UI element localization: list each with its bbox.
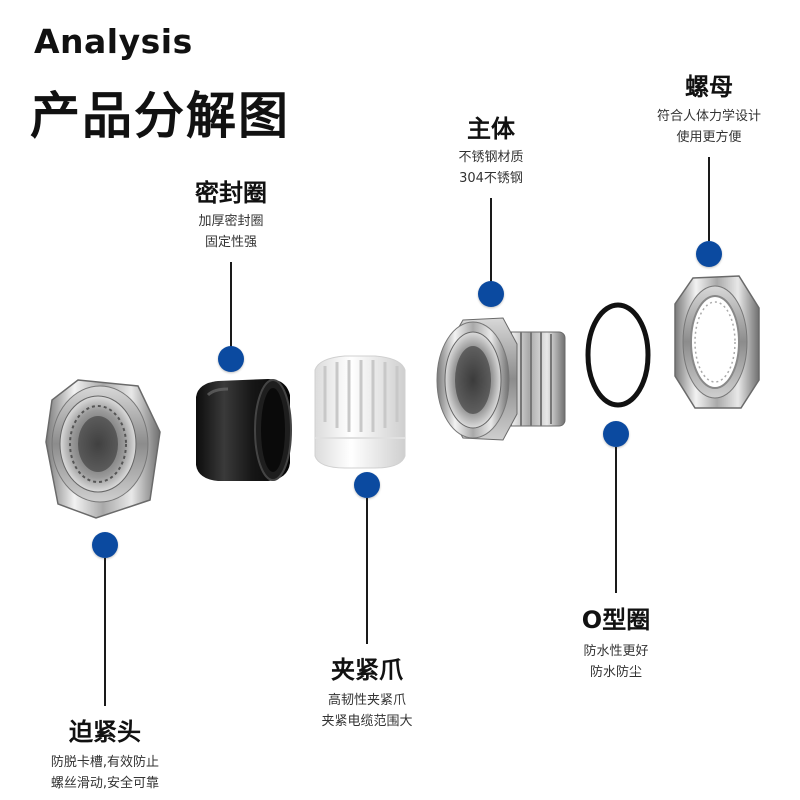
body-marker-dot [478,281,504,307]
oring-desc-2: 防水防尘 [589,665,643,680]
rubber-seal-image [196,379,292,481]
body-title: 主体 [467,115,515,143]
nut-leader-line [708,157,710,241]
cap-marker-dot [92,532,118,558]
body-desc-2: 304不锈钢 [459,171,523,186]
nut-marker-dot [696,241,722,267]
oring-marker-dot [603,421,629,447]
seal-title: 密封圈 [195,179,267,207]
seal-marker-dot [218,346,244,372]
nut-desc-2: 使用更方便 [676,130,742,145]
page-title: 产品分解图 [30,87,290,145]
o-ring-image [585,302,651,408]
body-desc-1: 不锈钢材质 [458,150,524,165]
nut-desc-1: 符合人体力学设计 [656,109,762,124]
cap-leader-line [104,558,106,706]
claw-marker-dot [354,472,380,498]
seal-desc-2: 固定性强 [204,235,258,250]
oring-leader-line [615,447,617,593]
seal-desc-1: 加厚密封圈 [198,214,264,229]
analysis-title: Analysis [34,22,193,61]
threaded-body-image [436,317,566,441]
hex-nut-image [674,275,760,409]
oring-desc-1: 防水性更好 [583,644,649,659]
cap-title: 迫紧头 [69,718,141,746]
claw-desc-2: 夹紧电缆范围大 [321,714,413,729]
body-leader-line [490,198,492,282]
claw-desc-1: 高韧性夹紧爪 [327,693,407,708]
cap-desc-2: 螺丝滑动,安全可靠 [50,776,160,791]
claw-leader-line [366,498,368,644]
seal-leader-line [230,262,232,348]
nut-title: 螺母 [685,73,733,101]
cap-nut-image [45,379,161,519]
clamping-claw-image [314,355,406,469]
oring-title: O型圈 [581,606,651,634]
claw-title: 夹紧爪 [331,656,403,684]
cap-desc-1: 防脱卡槽,有效防止 [50,755,160,770]
